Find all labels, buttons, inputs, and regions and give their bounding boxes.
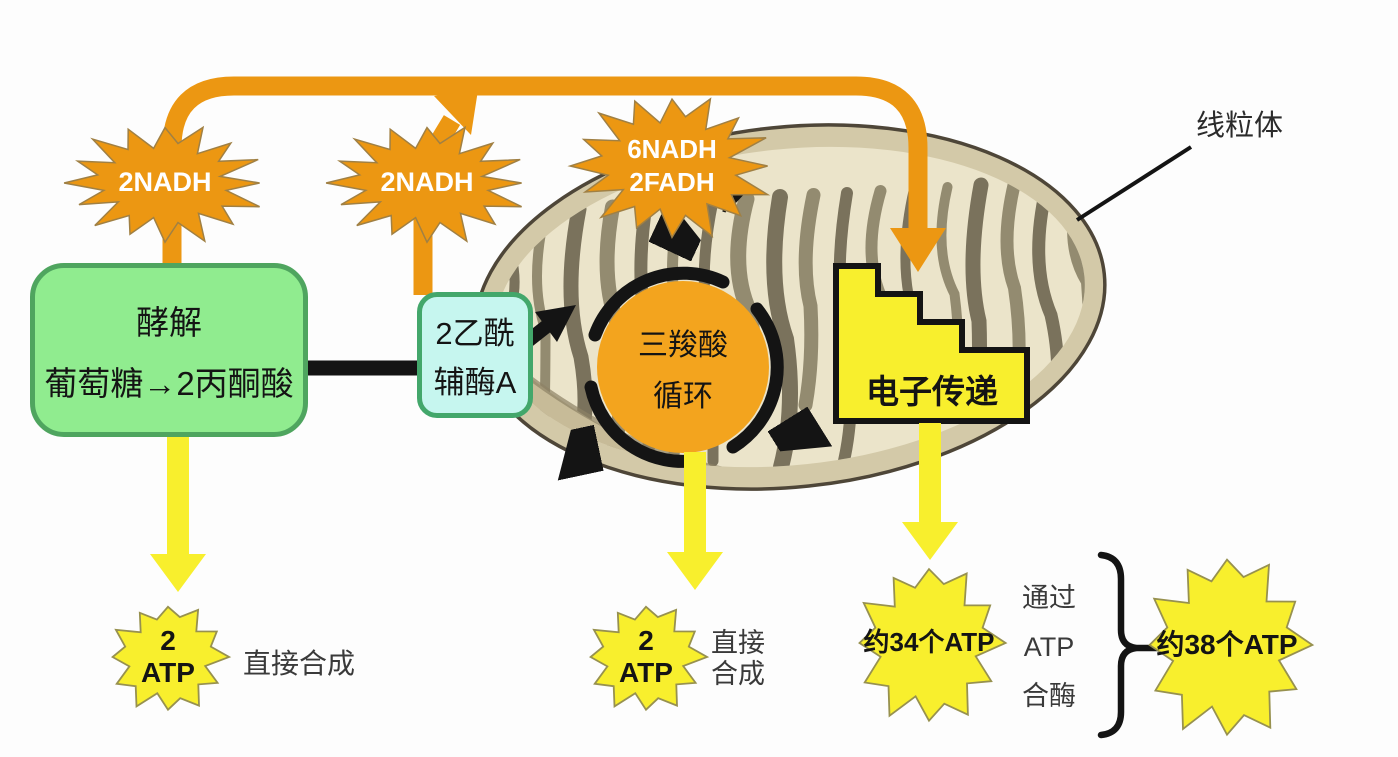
etc-atp-star: 约34个ATP: [850, 559, 1008, 727]
tca-arc-top: [588, 273, 730, 342]
electron-transport-text: 电子传递: [866, 373, 998, 410]
nadh-pipe-path: [162, 76, 928, 266]
pyruvate-nadh-arrowhead: [434, 90, 478, 135]
tca-atp-unit: ATP: [619, 657, 673, 688]
glycolysis-atp-count: 2: [160, 624, 176, 656]
etc-atp-arrow: [902, 423, 958, 560]
tca-atp-count: 2: [638, 624, 654, 656]
tca-nadh-burst: 6NADH 2FADH: [567, 90, 777, 242]
total-atp-star: 约38个ATP: [1139, 548, 1315, 742]
glycolysis-atp-label: 2 ATP: [141, 625, 195, 689]
tca-cycle-label: 三羧酸 循环: [603, 311, 763, 423]
nadh-pipe-arrowhead: [890, 228, 946, 272]
tca-arc-left: [591, 380, 706, 461]
tca-note-line2: 合成: [711, 659, 765, 689]
glycolysis-atp-unit: ATP: [141, 657, 195, 688]
mitochondrion-label: 线粒体: [1196, 110, 1284, 142]
tca-cycle-ring: [591, 273, 777, 461]
acetyl-tca-arrowhead: [535, 305, 576, 342]
tca-note-line1: 直接: [711, 628, 765, 658]
glycolysis-atp-star: 2 ATP: [105, 600, 232, 714]
pyruvate-nadh-label: 2NADH: [380, 167, 474, 198]
electron-transport-label: 电子传递: [850, 368, 1014, 410]
tca-cycle-disc: [597, 281, 769, 453]
via-note-line2: ATP: [1023, 632, 1075, 662]
acetyl-coa-line2: 辅酶A: [433, 365, 517, 400]
tca-direct-synthesis-note: 直接 合成: [711, 628, 765, 690]
tca-line2: 循环: [653, 379, 713, 413]
brace-shape: [1097, 551, 1137, 739]
tca-nadh-line1: 6NADH: [627, 134, 717, 164]
glycolysis-direct-synthesis-note: 直接合成: [243, 648, 356, 679]
tca-atp-arrow: [667, 452, 723, 590]
glycolysis-nadh-burst: 2NADH: [61, 120, 269, 246]
glycolysis-atp-arrow: [150, 437, 206, 592]
acetyl-coa-box: 2乙酰 辅酶A: [417, 292, 533, 418]
tca-line1: 三羧酸: [638, 328, 728, 362]
tca-nadh-label: 6NADH 2FADH: [627, 133, 717, 199]
via-note-line1: 通过: [1022, 583, 1076, 613]
acetyl-coa-line1: 2乙酰: [435, 316, 515, 351]
via-atp-synthase-note: 通过 ATP 合酶: [1008, 574, 1090, 721]
glycolysis-nadh-label: 2NADH: [118, 167, 212, 198]
atp-arrows: [150, 423, 958, 592]
tca-atp-star: 2 ATP: [583, 600, 710, 714]
glycolysis-box: 酵解 葡萄糖→2丙酮酸: [30, 263, 308, 437]
pyruvate-nadh-burst: 2NADH: [323, 120, 531, 246]
tca-arc-right: [726, 302, 777, 447]
glycolysis-equation: 葡萄糖→2丙酮酸: [44, 364, 294, 402]
mitochondrion-pointer-line: [1075, 145, 1193, 222]
glycolysis-title: 酵解: [136, 303, 202, 341]
tca-nadh-line2: 2FADH: [629, 167, 715, 197]
via-note-line3: 合酶: [1022, 681, 1076, 711]
tca-atp-label: 2 ATP: [619, 625, 673, 689]
total-atp-label: 约38个ATP: [1156, 628, 1298, 660]
etc-atp-label: 约34个ATP: [863, 627, 995, 658]
electron-transport-staircase: [833, 263, 1030, 424]
